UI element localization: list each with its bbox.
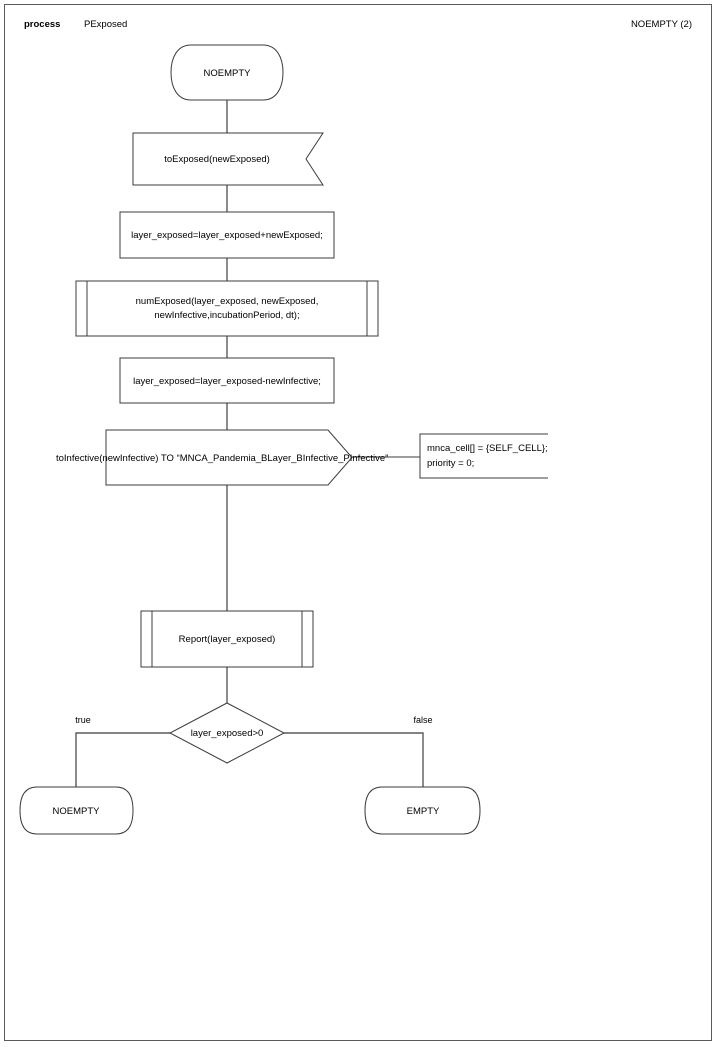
header-page-label: NOEMPTY (2)	[631, 19, 692, 30]
state-symbol-empty-end[interactable]	[364, 786, 481, 835]
decision-symbol-layer-exposed[interactable]	[168, 702, 286, 764]
task-sub-label: layer_exposed=layer_exposed-newInfective…	[133, 376, 321, 387]
procedure-symbol-report[interactable]	[140, 610, 314, 668]
state-start-label: NOEMPTY	[204, 68, 252, 79]
comment-symbol-mnca[interactable]	[419, 433, 548, 479]
input-symbol-toexposed[interactable]	[132, 132, 324, 186]
state-noempty-end-label: NOEMPTY	[53, 806, 101, 817]
header-process-name: PExposed	[84, 19, 127, 30]
connector-decision-true	[75, 732, 170, 787]
procedure-numexposed-label-line1: numExposed(layer_exposed, newExposed,	[136, 296, 319, 307]
task-symbol-add[interactable]	[119, 211, 335, 259]
comment-mnca-label-line2: priority = 0;	[427, 458, 474, 469]
decision-label: layer_exposed>0	[191, 728, 264, 739]
output-symbol-toinfective[interactable]	[105, 429, 353, 486]
state-symbol-noempty-end[interactable]	[19, 786, 134, 835]
connector-decision-false	[284, 732, 424, 787]
header-kind-label: process	[24, 19, 60, 30]
output-toinfective-label: toInfective(newInfective) TO “MNCA_Pande…	[56, 453, 388, 464]
comment-mnca-label-line1: mnca_cell[] = {SELF_CELL};	[427, 443, 548, 454]
task-add-label: layer_exposed=layer_exposed+newExposed;	[131, 230, 323, 241]
state-empty-end-label: EMPTY	[407, 806, 440, 817]
edge-label-false: false	[413, 715, 432, 725]
edge-label-true: true	[75, 715, 91, 725]
procedure-symbol-numexposed[interactable]	[75, 280, 379, 337]
procedure-numexposed-label-line2: newInfective,incubationPeriod, dt);	[154, 310, 299, 321]
procedure-report-label: Report(layer_exposed)	[179, 634, 276, 645]
input-toexposed-label: toExposed(newExposed)	[164, 154, 270, 165]
task-symbol-sub[interactable]	[119, 357, 335, 404]
state-symbol-start[interactable]	[170, 44, 284, 101]
